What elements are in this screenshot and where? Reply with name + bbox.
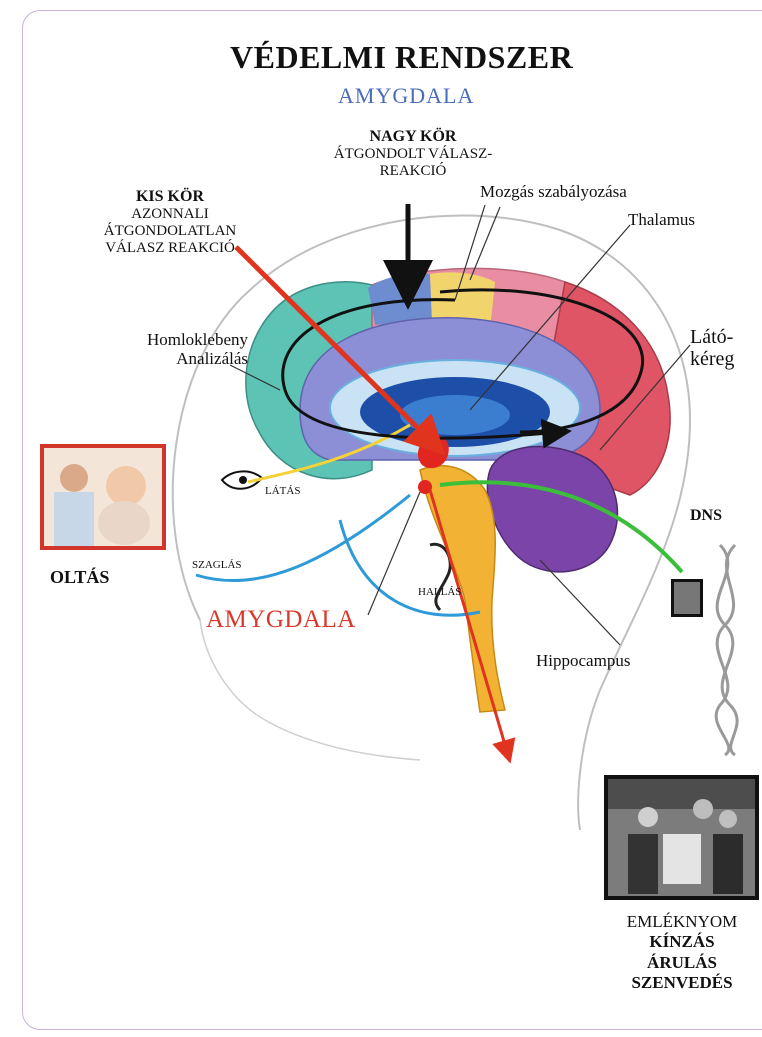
dna-helix [716, 545, 737, 755]
hallas-label: HALLÁS [418, 586, 461, 598]
kis-kor-label: KIS KÖR AZONNALI ÁTGONDOLATLAN VÁLASZ RE… [50, 188, 290, 256]
memory-trace-label: EMLÉKNYOM KÍNZÁS ÁRULÁS SZENVEDÉS [602, 912, 762, 994]
memory-line4: SZENVEDÉS [631, 973, 732, 992]
latokereg-label: Látó- kéreg [690, 326, 734, 371]
nagy-kor-line1: ÁTGONDOLT VÁLASZ- [334, 146, 492, 162]
latas-label: LÁTÁS [265, 485, 300, 497]
homloklebeny-line1: Homloklebeny [147, 330, 248, 349]
latokereg-line2: kéreg [690, 348, 734, 370]
dns-label: DNS [690, 507, 722, 525]
prison-photo [604, 775, 759, 900]
memory-line3: ÁRULÁS [647, 953, 717, 972]
diagram-title: VÉDELMI RENDSZER [230, 40, 573, 76]
memory-line1: EMLÉKNYOM [627, 912, 738, 931]
leader-amygdala [368, 492, 420, 615]
thalamus-label: Thalamus [628, 210, 695, 229]
nagy-kor-label: NAGY KÖR ÁTGONDOLT VÁLASZ- REAKCIÓ [298, 128, 528, 180]
eye-pupil [239, 476, 247, 484]
memory-line2: KÍNZÁS [649, 932, 714, 951]
hippocampus-label: Hippocampus [536, 651, 630, 670]
mozgas-label: Mozgás szabályozása [480, 182, 627, 201]
nagy-kor-line2: REAKCIÓ [380, 163, 447, 179]
kis-kor-line2: ÁTGONDOLATLAN [104, 223, 236, 239]
kis-kor-line3: VÁLASZ REAKCIÓ [105, 240, 235, 256]
szaglas-label: SZAGLÁS [192, 559, 242, 571]
oltas-label: OLTÁS [50, 567, 109, 587]
diagram-subtitle: AMYGDALA [338, 84, 474, 109]
latokereg-line1: Látó- [690, 326, 733, 348]
nagy-kor-title: NAGY KÖR [370, 128, 457, 145]
kis-kor-title: KIS KÖR [136, 188, 204, 205]
dna-photo-thumbnail [671, 579, 703, 617]
amygdala-label: AMYGDALA [206, 606, 356, 634]
leader-hippo [540, 560, 620, 645]
face-profile [200, 620, 420, 760]
vaccination-photo [40, 444, 166, 550]
homloklebeny-label: Homloklebeny Analizálás [48, 330, 248, 368]
kis-kor-line1: AZONNALI [131, 206, 208, 222]
ear-shape [430, 544, 450, 610]
homloklebeny-line2: Analizálás [176, 349, 248, 368]
